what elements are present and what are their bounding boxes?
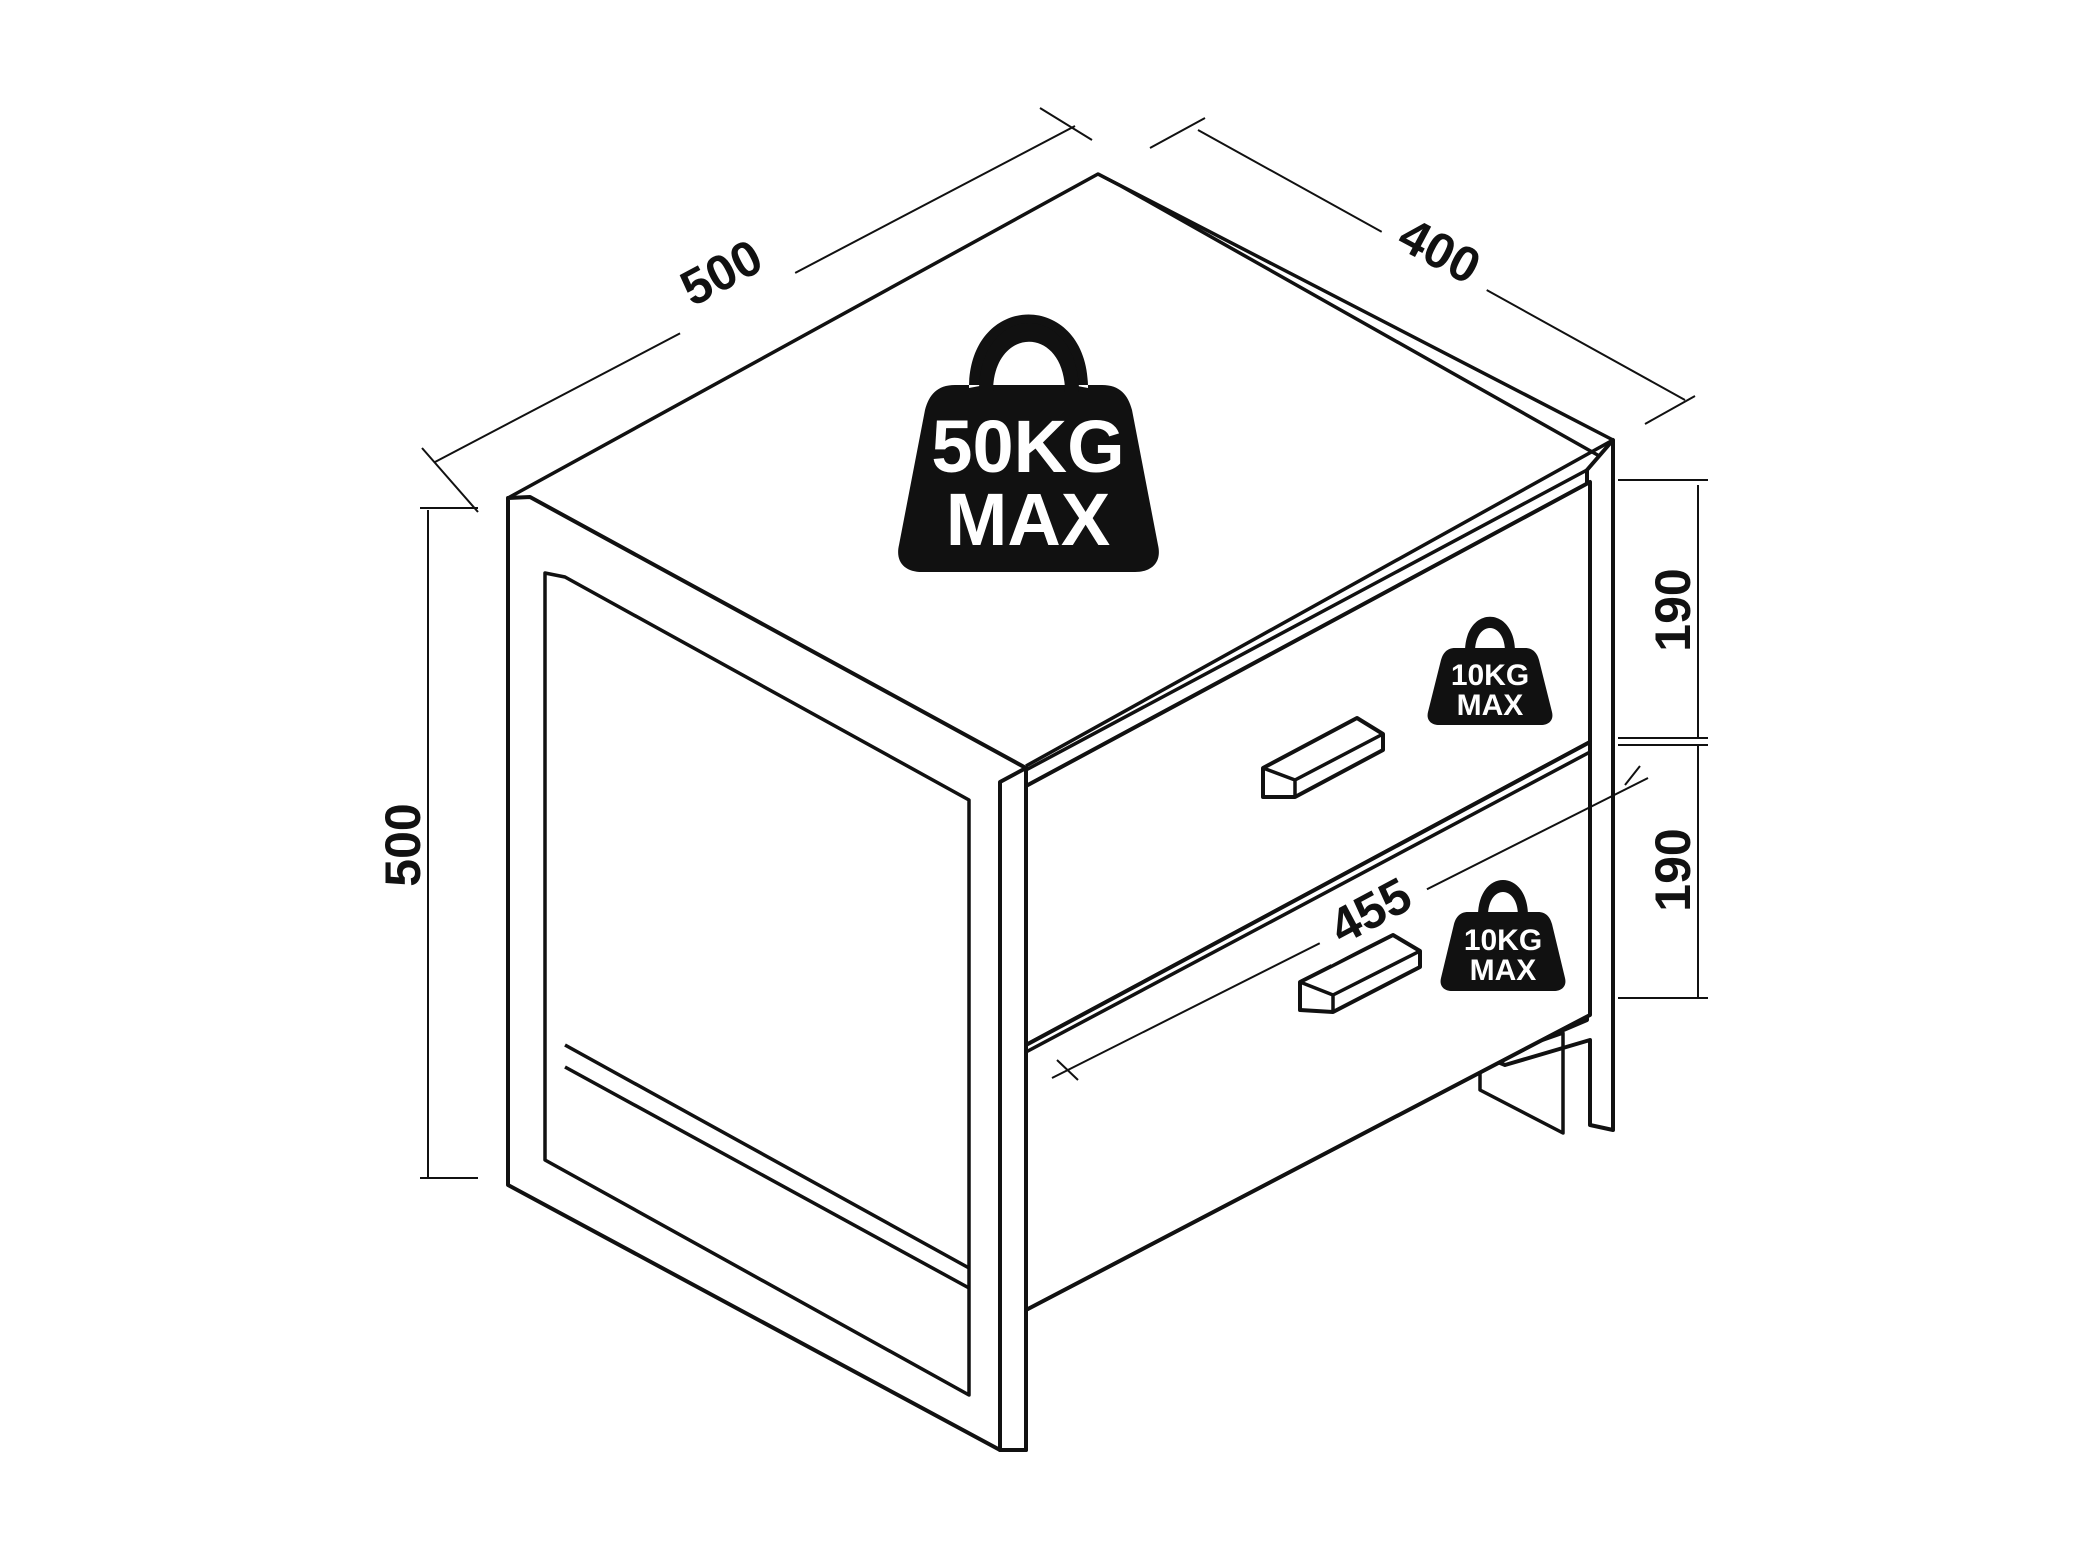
dimension-width: 500 [421, 107, 1093, 513]
weight-icon-small-ring [1465, 616, 1515, 652]
handle-bottom-drawer-edge [1299, 949, 1421, 1012]
weight-icon-small [1440, 912, 1566, 991]
drawer-front-top-lip [1025, 468, 1591, 788]
handle-top-drawer[interactable] [1261, 716, 1385, 799]
front-leg [998, 766, 1028, 1452]
weight-drawer-top-line1: 10KG [1451, 659, 1529, 692]
weight-icon-large-ring [979, 323, 1079, 392]
weight-badge-drawer-top: 10KG MAX [1427, 616, 1553, 725]
weight-drawer-top-line2: MAX [1457, 689, 1524, 722]
weight-top-line1: 50KG [931, 405, 1124, 488]
dimension-drawer-bottom-line [1618, 744, 1708, 999]
drawer-bottom-edge [1025, 1013, 1591, 1312]
dimension-height-line [420, 507, 478, 1179]
left-side-shelf-line-2 [564, 1065, 970, 1290]
weight-drawer-bottom-line1: 10KG [1464, 924, 1542, 957]
left-side-shelf-line [564, 1043, 970, 1270]
weight-badge-drawer-bottom: 10KG MAX [1440, 880, 1566, 991]
dimension-height-label: 500 [375, 803, 431, 886]
dimension-drawer-bottom-label: 190 [1645, 828, 1701, 911]
weight-top-line2: MAX [946, 478, 1110, 561]
dimension-drawer-bottom: 190 [1618, 744, 1708, 999]
left-side-frame [506, 495, 1028, 1452]
drawer-divider [1025, 750, 1591, 1054]
dimension-depth: 400 [1149, 117, 1696, 425]
cabinet [506, 172, 1615, 1452]
cabinet-top-back-edge [1097, 172, 1611, 464]
dimension-drawer-top-label: 190 [1645, 568, 1701, 651]
weight-badge-top: 50KG MAX [898, 314, 1159, 572]
left-side-frame-inner [543, 571, 971, 1397]
weight-drawer-bottom-line2: MAX [1470, 954, 1537, 987]
dimension-drawer-top: 190 [1618, 479, 1708, 739]
cabinet-top [507, 172, 1615, 768]
weight-icon-large [898, 314, 1159, 572]
weight-icon-small-ring [1478, 880, 1528, 916]
weight-icon-small [1427, 648, 1553, 725]
dimension-drawer-top-line [1618, 479, 1708, 739]
handle-top-drawer-edge [1262, 732, 1384, 797]
dimension-height: 500 [375, 507, 478, 1179]
